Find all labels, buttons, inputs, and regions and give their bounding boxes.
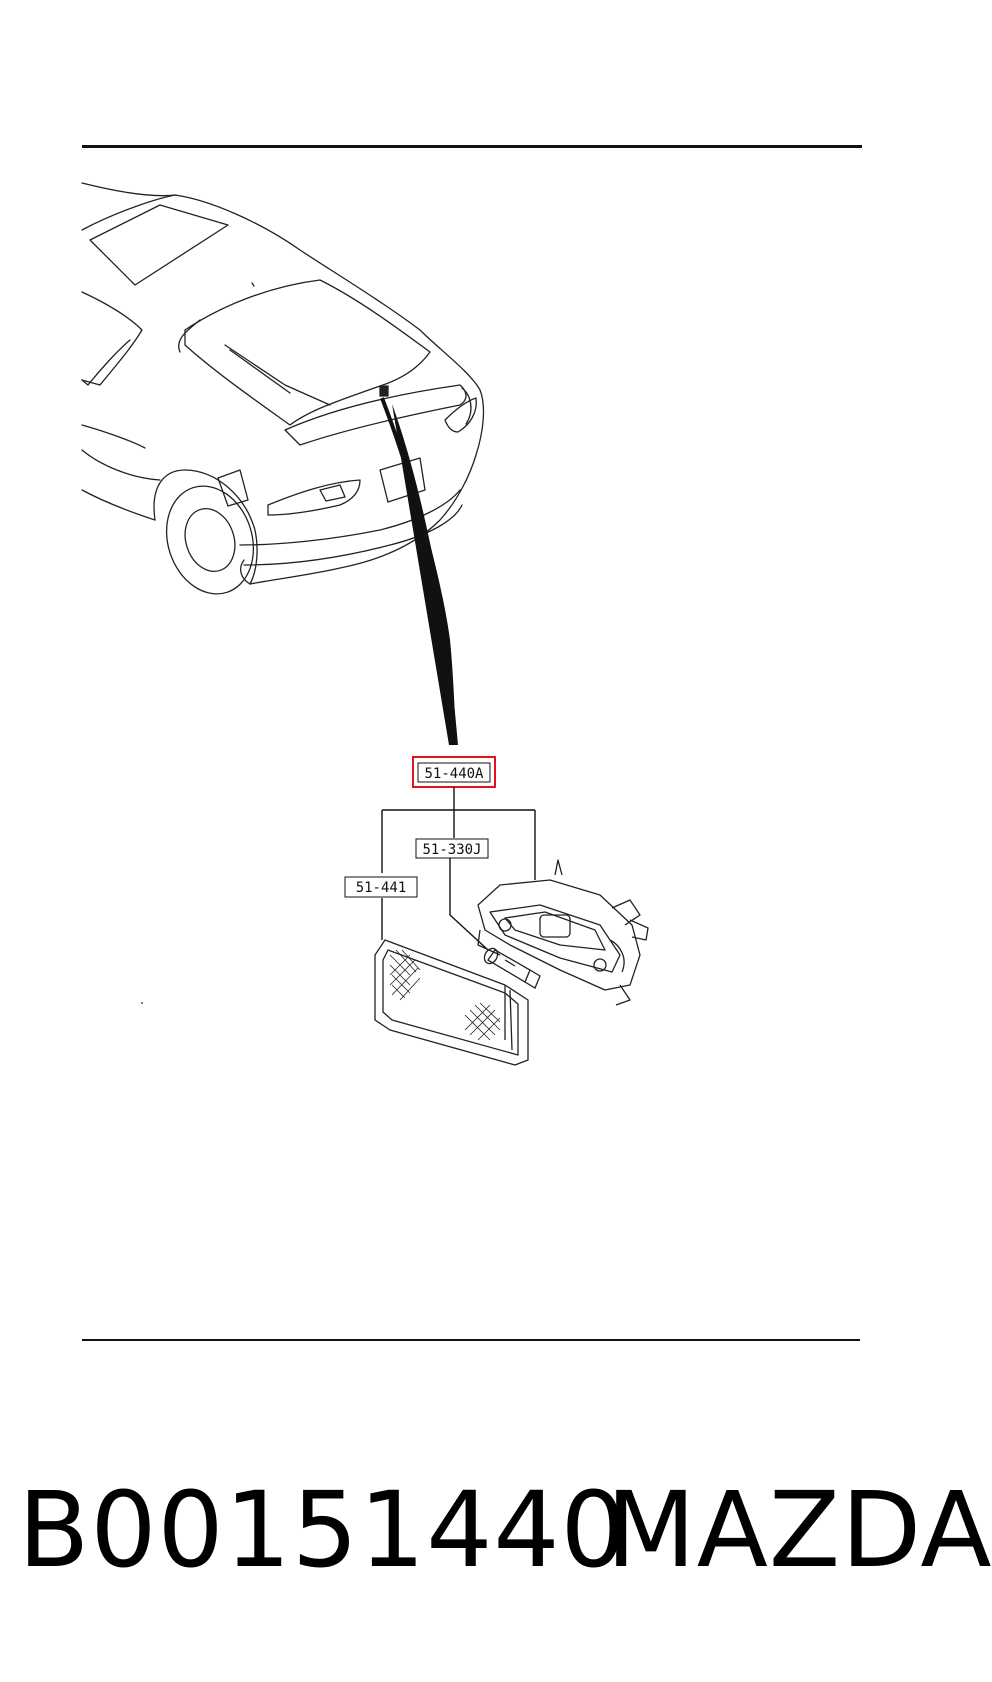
lens-illustration [374,939,529,1066]
scan-speck [141,1002,143,1004]
bottom-divider [82,1339,860,1341]
footer-caption: B00151440 MAZDA [0,1470,992,1590]
callout-label-main: 51-440A [424,766,484,782]
top-divider [82,145,862,148]
callout-label-lens: 51-441 [356,880,407,896]
callout-label-bulb: 51-330J [422,842,481,858]
callout-51-330J[interactable]: 51-330J [415,838,489,859]
brand-name: MAZDA [606,1469,992,1591]
bulb-illustration [483,947,541,989]
leader-pointer-taper [392,404,458,745]
part-number: B00151440 [18,1469,628,1591]
callout-51-441[interactable]: 51-441 [344,876,418,898]
lamp-housing-illustration [477,859,649,1006]
car-rear-illustration [81,182,485,595]
callout-bracket-lines [381,787,536,951]
callout-51-440A[interactable]: 51-440A [412,756,496,788]
